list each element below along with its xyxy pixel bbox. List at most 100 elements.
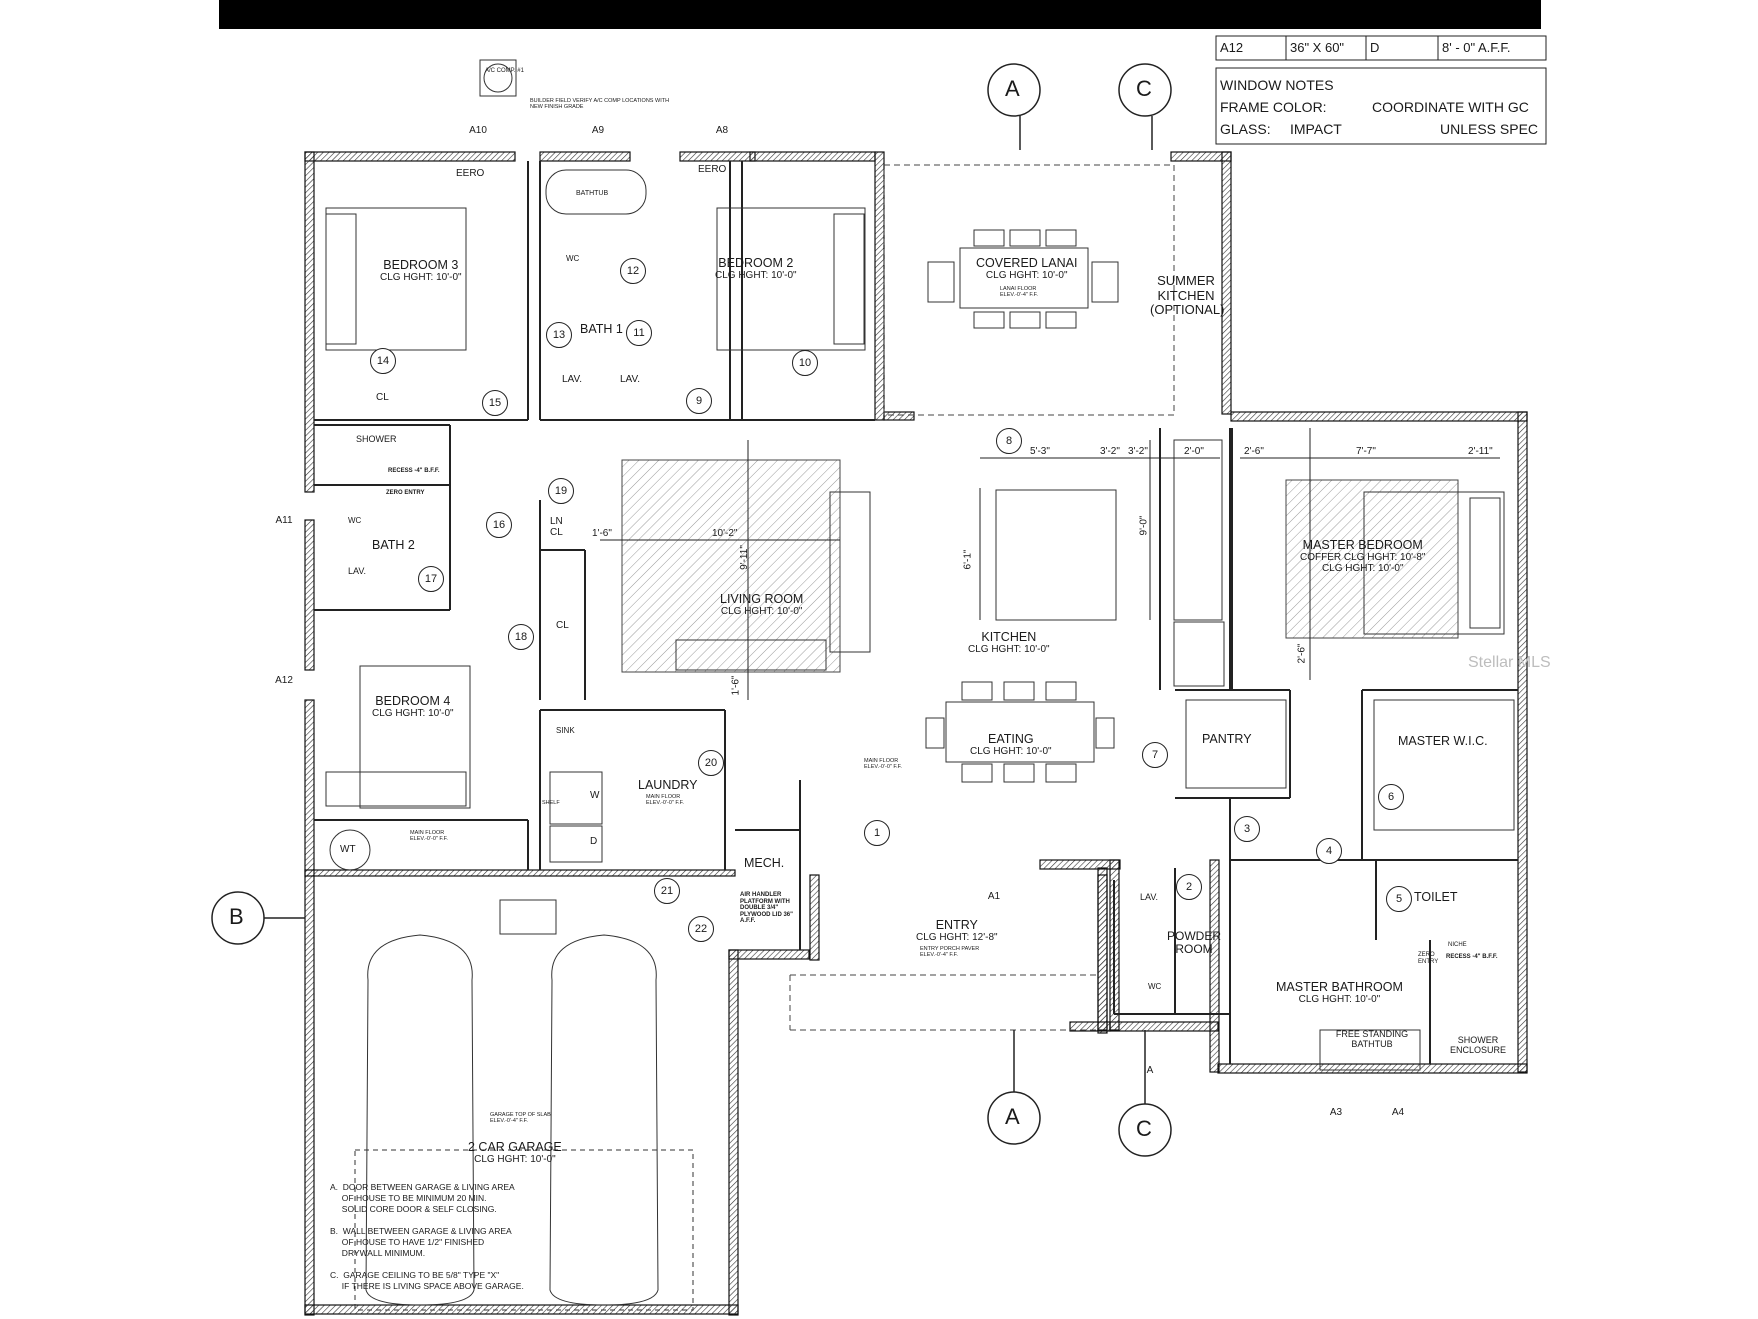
laundry-floor-note: MAIN FLOOR ELEV.-0'-0" F.F.	[646, 794, 684, 807]
living-coffer-hatch	[621, 459, 841, 673]
shelf-label: SHELF	[542, 800, 560, 806]
dryer-label: D	[590, 836, 598, 847]
laundry-sink: SINK	[556, 726, 575, 735]
room-powder: POWDER ROOM	[1167, 929, 1221, 957]
lav-powder: LAV.	[1140, 892, 1159, 902]
window-tag-a: A	[1146, 1065, 1154, 1076]
washer-label: W	[590, 790, 600, 801]
door-tag-11: 11	[626, 320, 652, 346]
dim-9: 9'-11"	[738, 545, 750, 570]
section-a-bottom: A	[1005, 1104, 1020, 1129]
water-heater-label: WT	[340, 844, 356, 855]
window-tag-a4: A4	[1391, 1107, 1405, 1118]
window-schedule-table	[1215, 35, 1547, 145]
eero-bedroom3: EERO	[456, 168, 485, 179]
door-tag-10: 10	[792, 350, 818, 376]
door-tag-19: 19	[548, 478, 574, 504]
window-tag-a9: A9	[591, 125, 605, 136]
master-coffer-hatch	[1285, 479, 1459, 639]
lanai-floor-note: LANAI FLOOR ELEV.-0'-4" F.F.	[1000, 286, 1038, 299]
dim-13: 2'-6"	[1296, 643, 1308, 664]
section-c-top: C	[1136, 76, 1152, 101]
door-tag-12: 12	[620, 258, 646, 284]
dim-12: 3'-2"	[1100, 446, 1120, 457]
frame-color-label: FRAME COLOR:	[1220, 99, 1327, 115]
room-mech: MECH.	[744, 856, 785, 870]
ac-unit-label: A/C COMP. #1	[485, 68, 524, 74]
dim-8: 1'-6"	[592, 528, 612, 539]
door-tag-7: 7	[1142, 742, 1168, 768]
watermark: Stellar MLS	[1468, 654, 1551, 671]
dim-14: 1'-6"	[730, 675, 742, 696]
wc-bath2: WC	[348, 516, 362, 525]
dim-1: 5'-3"	[1030, 446, 1050, 457]
door-tag-18: 18	[508, 624, 534, 650]
mech-note: AIR HANDLER PLATFORM WITH DOUBLE 3/4" PL…	[740, 892, 793, 925]
bathtub-label: BATHTUB	[576, 190, 609, 197]
dim-2: 3'-2"	[1128, 446, 1148, 457]
door-tag-22: 22	[688, 916, 714, 942]
door-tag-1: 1	[864, 820, 890, 846]
recess-note-master: RECESS -4" B.F.F.	[1446, 954, 1498, 960]
door-tag-6: 6	[1378, 784, 1404, 810]
interior-walls	[314, 161, 1518, 1064]
door-tag-9: 9	[686, 388, 712, 414]
section-markers	[211, 63, 1172, 1157]
dim-7: 10'-2"	[712, 528, 738, 539]
room-master-wic: MASTER W.I.C.	[1398, 734, 1488, 748]
window-tag-a8: A8	[715, 125, 729, 136]
door-tag-4: 4	[1316, 838, 1342, 864]
garage-note-b: B. WALL BETWEEN GARAGE & LIVING AREA OF …	[330, 1226, 512, 1259]
room-laundry: LAUNDRY	[638, 778, 698, 792]
window-tag-a12: A12	[275, 675, 293, 686]
lav-bath1-left: LAV.	[562, 374, 583, 385]
eero-bedroom2: EERO	[698, 164, 727, 175]
freestanding-tub-label: FREE STANDING BATHTUB	[1335, 1029, 1409, 1049]
glass-label: GLASS:	[1220, 121, 1271, 137]
room-toilet: TOILET	[1414, 890, 1458, 904]
entry-floor-note: ENTRY PORCH PAVER ELEV.-0'-4" F.F.	[920, 946, 980, 959]
main-floor-note: MAIN FLOOR ELEV.-0'-0" F.F.	[410, 830, 448, 843]
lav-bath1-right: LAV.	[620, 374, 641, 385]
room-bath1: BATH 1	[580, 322, 623, 336]
door-tag-8: 8	[996, 428, 1022, 454]
door-tag-14: 14	[370, 348, 396, 374]
niche-master: NICHE	[1448, 942, 1467, 948]
door-tag-5: 5	[1386, 886, 1412, 912]
dim-4: 2'-6"	[1244, 446, 1264, 457]
door-tag-20: 20	[698, 750, 724, 776]
schedule-type: D	[1370, 40, 1380, 55]
dim-3: 2'-0"	[1184, 446, 1204, 457]
window-tag-a11: A11	[275, 515, 293, 526]
linen-closet: LN CL	[550, 516, 563, 538]
section-a-top: A	[1005, 76, 1020, 101]
frame-color-value: COORDINATE WITH GC	[1372, 99, 1529, 115]
zero-entry-master: ZERO ENTRY	[1418, 952, 1439, 965]
window-tag-a10: A10	[469, 125, 487, 136]
door-tag-16: 16	[486, 512, 512, 538]
wc-bath1: WC	[566, 254, 580, 263]
window-tag-a1: A1	[987, 891, 1001, 902]
garage-note-c: C. GARAGE CEILING TO BE 5/8" TYPE "X" IF…	[330, 1270, 524, 1292]
glass-note: UNLESS SPEC	[1440, 121, 1539, 137]
room-summer-kitchen: SUMMER KITCHEN (OPTIONAL)	[1150, 273, 1225, 318]
recess-note-bath2: RECESS -4" B.F.F.	[388, 468, 440, 474]
window-notes-title: WINDOW NOTES	[1220, 77, 1334, 93]
closet-bedroom3: CL	[376, 392, 389, 403]
shower-enclosure-label: SHOWER ENCLOSURE	[1449, 1035, 1506, 1055]
furniture	[325, 59, 1515, 1311]
door-tag-13: 13	[546, 322, 572, 348]
room-bath2: BATH 2	[372, 538, 415, 552]
closet-hall: CL	[556, 620, 569, 631]
schedule-size: 36" X 60"	[1290, 40, 1345, 55]
schedule-mark: A12	[1220, 40, 1244, 55]
dim-11: 9'-0"	[1138, 515, 1150, 536]
